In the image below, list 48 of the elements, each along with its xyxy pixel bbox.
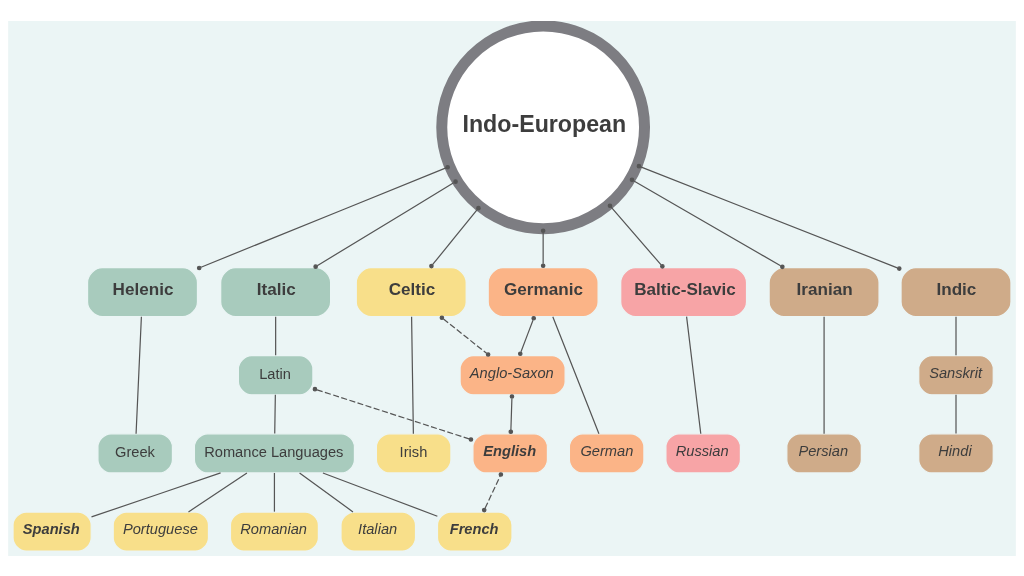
- node-box: Portuguese: [112, 510, 210, 552]
- node-box: Greek: [97, 432, 174, 474]
- node-box: French: [436, 510, 513, 552]
- node-box: Germanic: [487, 266, 599, 317]
- node-box: Russian: [665, 432, 741, 474]
- connector: [135, 315, 142, 434]
- connector: [275, 315, 277, 356]
- connector: [429, 205, 481, 268]
- connector: [312, 386, 474, 442]
- node-box: English: [472, 432, 549, 474]
- node-box: Italian: [340, 510, 417, 552]
- connector: [273, 471, 276, 512]
- connector: [196, 164, 450, 270]
- node-box: Helenic: [86, 266, 199, 317]
- connector: [313, 178, 458, 269]
- connector: [552, 315, 600, 434]
- connector: [298, 471, 354, 513]
- connector: [90, 471, 222, 518]
- connector: [607, 202, 665, 269]
- connector: [187, 471, 248, 513]
- node-box: Sanskrit: [918, 354, 994, 395]
- connector: [955, 315, 957, 356]
- node-box: Italic: [220, 266, 332, 317]
- node-box: Hindi: [918, 432, 994, 474]
- node-box: Baltic-Slavic: [620, 266, 748, 317]
- connector: [274, 393, 276, 434]
- connector: [411, 315, 414, 434]
- node-box: Irish: [375, 432, 452, 474]
- connector: [823, 315, 825, 434]
- node-box: Indic: [900, 266, 1012, 317]
- connector: [629, 177, 785, 269]
- connector: [517, 315, 537, 356]
- node-box: Anglo-Saxon: [459, 354, 566, 395]
- connector: [508, 393, 515, 434]
- connector: [540, 227, 546, 268]
- node-box: Romanian: [229, 510, 319, 552]
- connector: [955, 393, 957, 434]
- node-box: Romance Languages: [193, 432, 356, 474]
- connector: [439, 314, 491, 357]
- node-box: Latin: [237, 354, 314, 395]
- node-box: Spanish: [12, 510, 92, 552]
- connector: [481, 471, 504, 512]
- connector: [322, 471, 438, 517]
- connector: [685, 315, 702, 434]
- connector: [636, 163, 902, 271]
- node-box: Persian: [786, 432, 862, 474]
- node-box: German: [568, 432, 645, 474]
- node-box: Celtic: [355, 266, 467, 317]
